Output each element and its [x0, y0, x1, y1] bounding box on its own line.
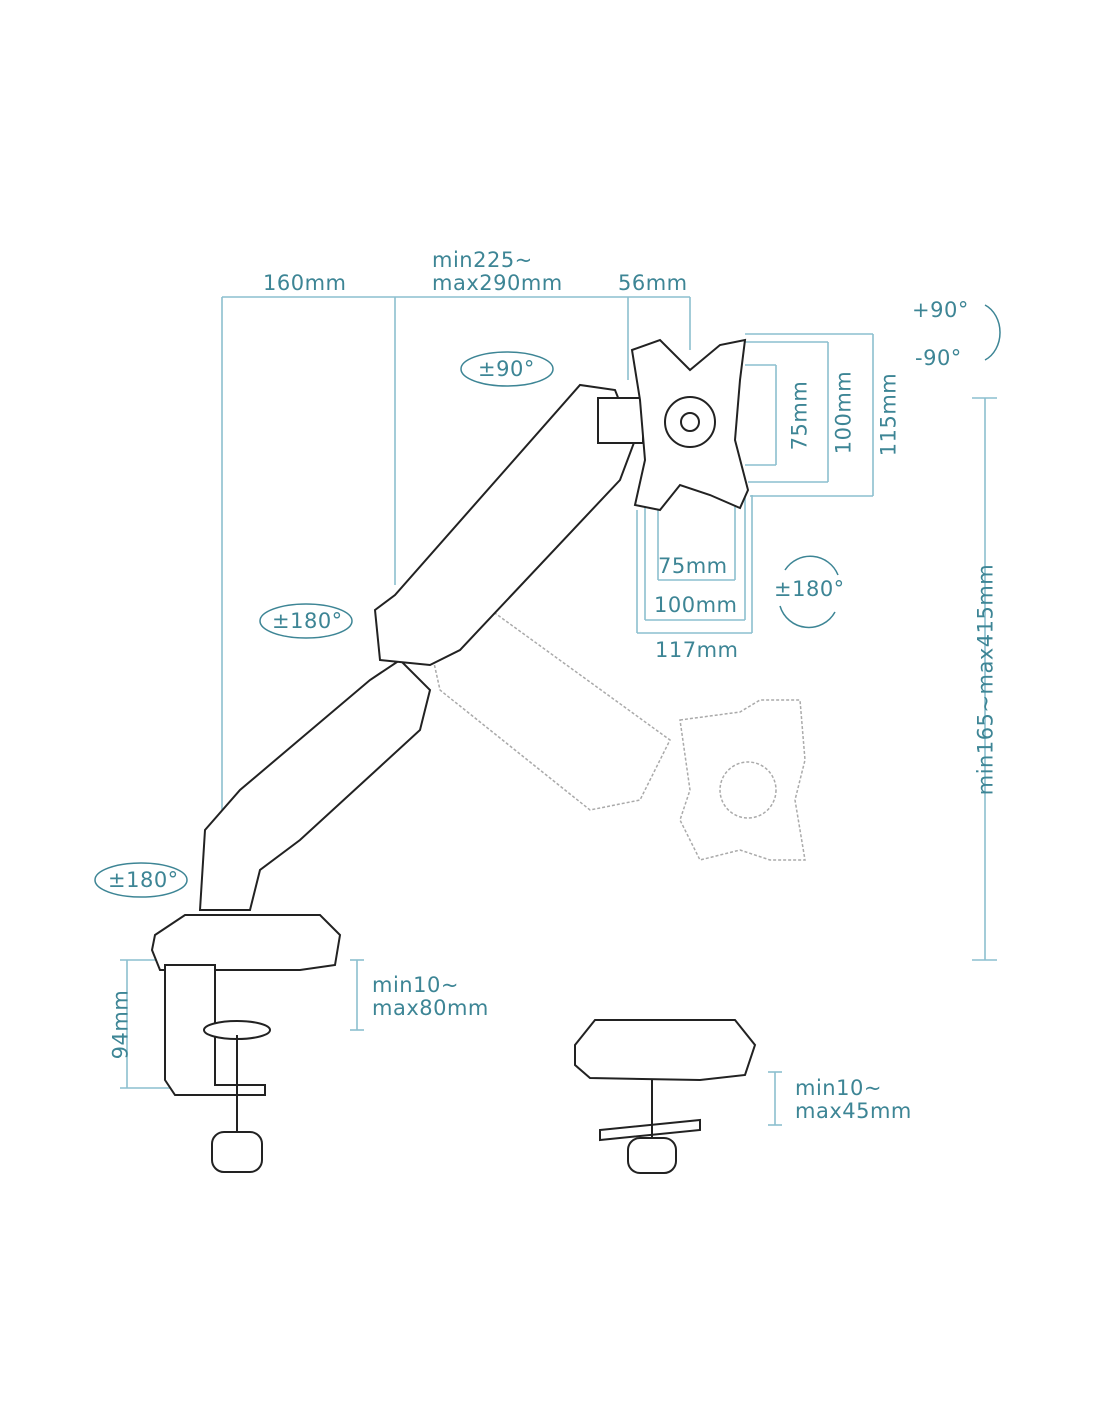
dim-tilt-offset: 56mm [618, 271, 688, 295]
rotation-arrows [94, 304, 1001, 898]
dim-plate-115-v: 115mm [876, 372, 901, 457]
dim-height-range: min165~max415mm [973, 563, 998, 796]
dim-base-to-joint: 160mm [263, 271, 347, 295]
dim-grommet-min: min10~ [795, 1076, 882, 1100]
ghost-arm [419, 594, 806, 861]
dim-vesa-100-v: 100mm [831, 370, 856, 455]
dimension-lines [120, 296, 997, 1126]
rot-screen: ±180° [774, 577, 845, 601]
rot-elbow-swivel: ±180° [272, 609, 343, 633]
dim-plate-117-h: 117mm [655, 638, 739, 662]
dim-clamp-height: 94mm [108, 989, 133, 1060]
rot-tilt-up: +90° [912, 298, 969, 322]
rot-head-swivel: ±90° [478, 357, 535, 381]
dim-vesa-100-h: 100mm [654, 593, 738, 617]
dim-reach-max: max290mm [432, 271, 563, 295]
rot-tilt-down: -90° [915, 346, 962, 370]
dim-grommet-max: max45mm [795, 1099, 912, 1123]
dim-clamp-max: max80mm [372, 996, 489, 1020]
arm [150, 338, 757, 1174]
dim-vesa-75-v: 75mm [787, 380, 812, 451]
dim-clamp-min: min10~ [372, 973, 459, 997]
dim-reach-min: min225~ [432, 248, 533, 272]
rot-base-swivel: ±180° [108, 868, 179, 892]
dim-vesa-75-h: 75mm [658, 554, 728, 578]
